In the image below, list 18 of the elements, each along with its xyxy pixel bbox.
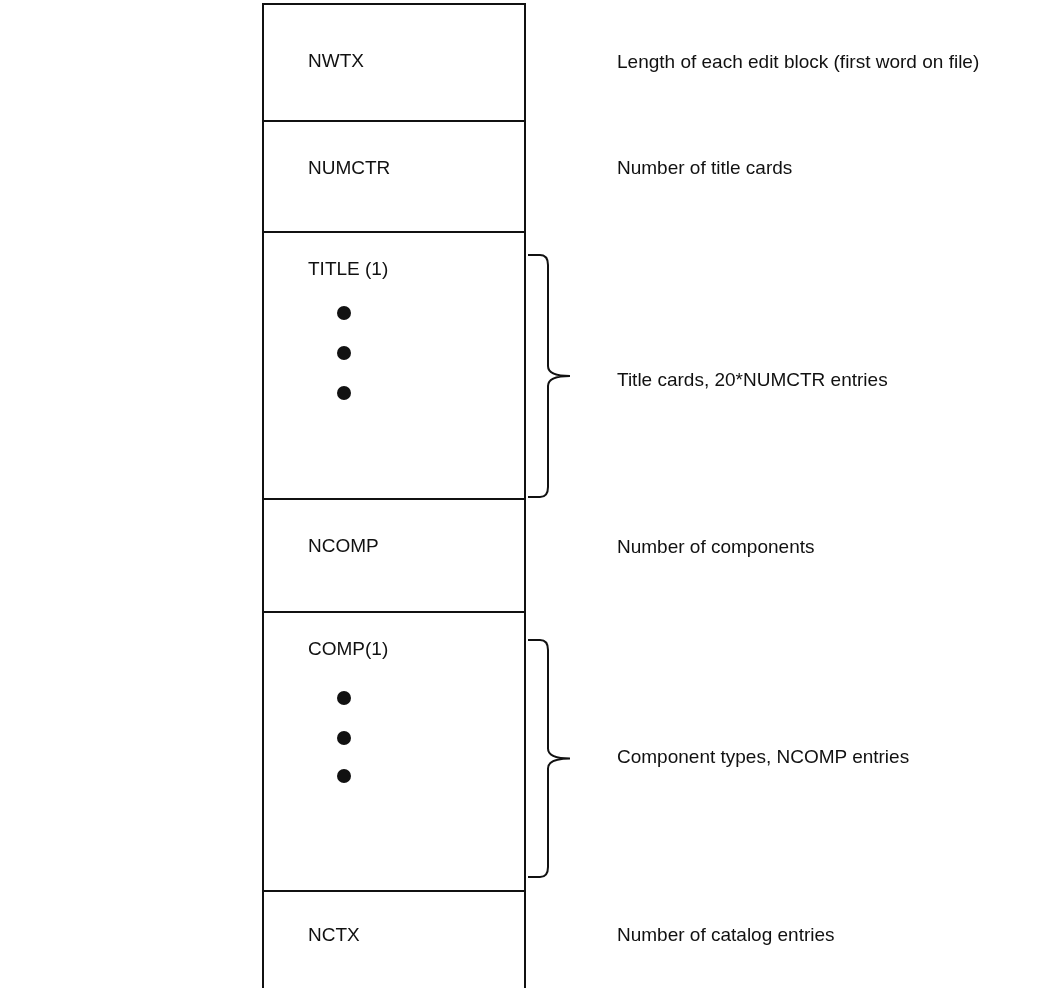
memory-word-box bbox=[262, 498, 526, 613]
field-description: Length of each edit block (first word on file) bbox=[617, 51, 980, 73]
memory-word-box bbox=[262, 890, 526, 988]
field-description: Title cards, 20*NUMCTR entries bbox=[617, 369, 888, 391]
variable-name: NCTX bbox=[308, 924, 360, 946]
field-description: Number of catalog entries bbox=[617, 924, 835, 946]
memory-word-box bbox=[262, 120, 526, 233]
variable-name: COMP(1) bbox=[308, 638, 389, 660]
memory-word-box bbox=[262, 3, 526, 122]
variable-name: NWTX bbox=[308, 50, 364, 72]
variable-name: NCOMP bbox=[308, 535, 379, 557]
field-description: Number of title cards bbox=[617, 157, 793, 179]
variable-name: TITLE (1) bbox=[308, 258, 389, 280]
memory-word-box bbox=[262, 611, 526, 892]
memory-word-box bbox=[262, 231, 526, 500]
field-description: Number of components bbox=[617, 536, 815, 558]
field-description: Component types, NCOMP entries bbox=[617, 746, 910, 768]
variable-name: NUMCTR bbox=[308, 157, 391, 179]
